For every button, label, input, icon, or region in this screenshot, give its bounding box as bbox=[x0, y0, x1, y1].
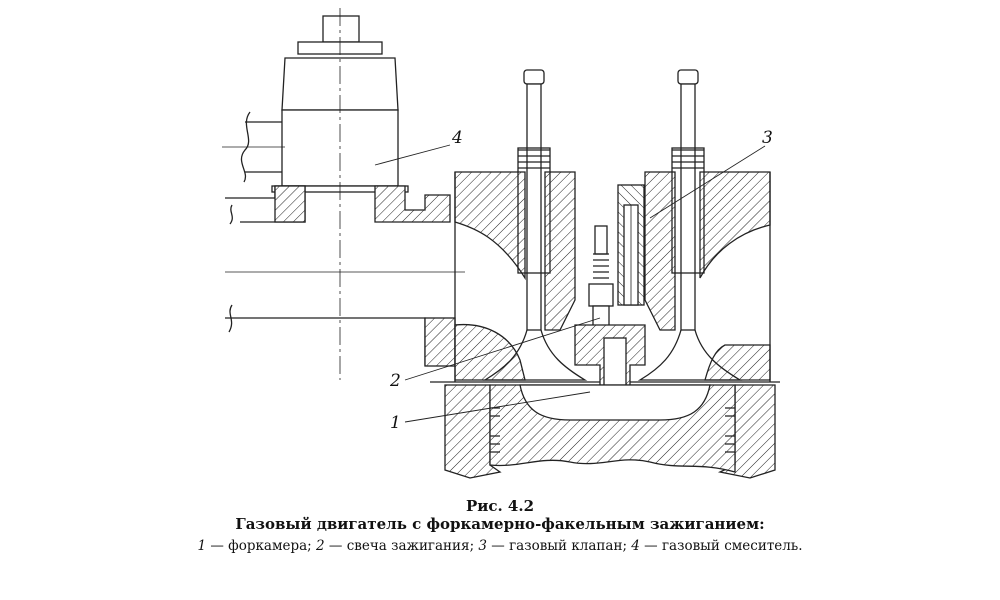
gas-mixer bbox=[271, 8, 409, 380]
callout-4: 4 bbox=[451, 128, 463, 148]
callout-2: 2 bbox=[389, 371, 401, 391]
intake-manifold bbox=[222, 111, 470, 367]
leader-lines bbox=[374, 144, 766, 423]
callout-3: 3 bbox=[762, 128, 773, 148]
gas-valve bbox=[617, 184, 645, 306]
cylinder-block bbox=[444, 384, 776, 479]
legend-num: 4 bbox=[631, 538, 640, 554]
engine-section-drawing: 1 2 3 4 bbox=[222, 8, 780, 479]
valve-left bbox=[482, 69, 588, 381]
figure-title: Газовый двигатель с форкамерно-факельным… bbox=[235, 515, 765, 533]
legend-text: — газовый смеситель. bbox=[639, 538, 803, 554]
legend-text: — форкамера; bbox=[206, 538, 317, 554]
valve-right bbox=[637, 69, 743, 381]
figure-number: Рис. 4.2 bbox=[465, 497, 535, 515]
legend-num: 1 bbox=[197, 538, 207, 554]
prechamber bbox=[574, 324, 646, 399]
spark-plug bbox=[588, 225, 614, 329]
legend-text: — газовый клапан; bbox=[487, 538, 632, 554]
legend-num: 2 bbox=[316, 538, 325, 554]
cylinder-head bbox=[430, 171, 780, 383]
legend-text: — свеча зажигания; bbox=[324, 538, 479, 554]
callout-1: 1 bbox=[390, 413, 401, 433]
figure-legend: 1 — форкамера; 2 — свеча зажигания; 3 — … bbox=[0, 538, 1000, 554]
legend-num: 3 bbox=[478, 538, 488, 554]
